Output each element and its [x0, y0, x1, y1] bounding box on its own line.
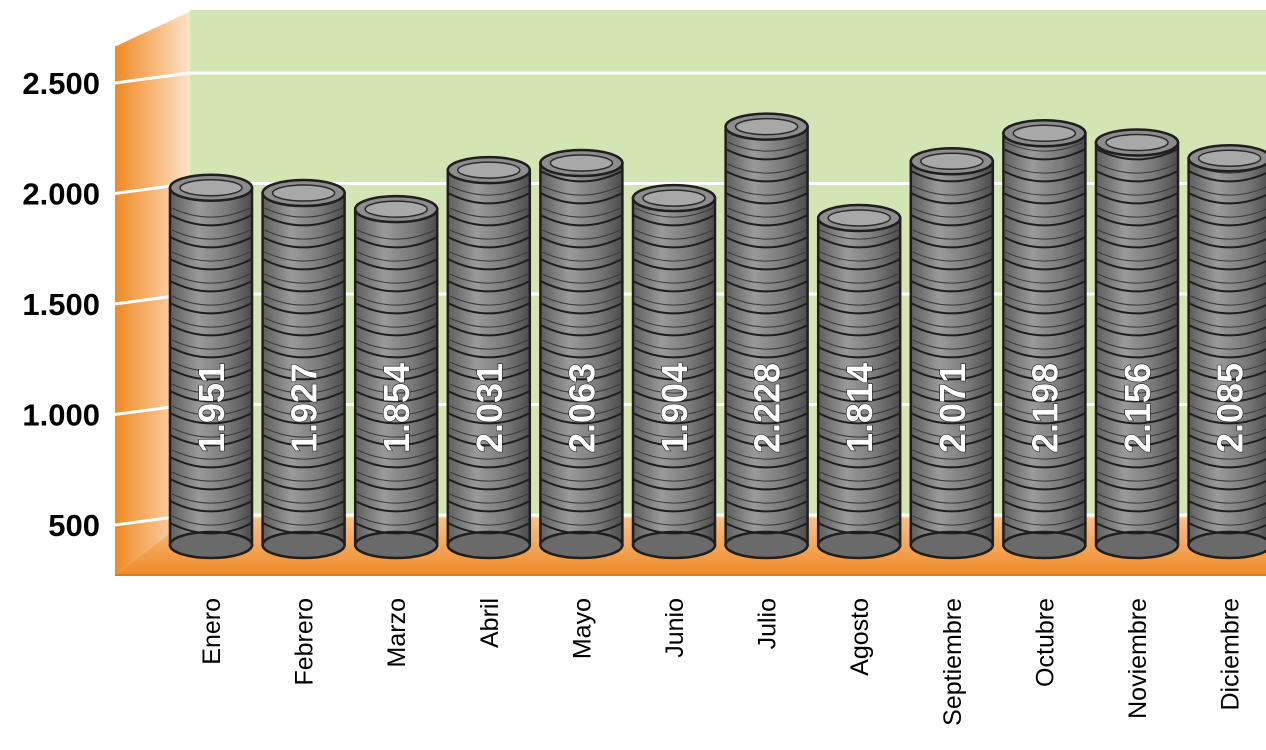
gridline-side [114, 71, 191, 85]
bar-octubre: 2.198 [1002, 119, 1087, 560]
x-tick-label: Agosto [846, 598, 874, 676]
bar-enero: 1.951 [168, 173, 254, 560]
x-tick-label: Marzo [383, 598, 411, 667]
value-label: 1.814 [839, 363, 880, 453]
bar-julio: 2.228 [724, 112, 809, 560]
bar-marzo: 1.854 [353, 194, 439, 560]
y-tick-label: 2.500 [22, 66, 100, 101]
x-axis: Enero Febrero Marzo Abril Mayo Junio Julio Agos… [198, 598, 1245, 726]
y-axis: 500 1.000 1.500 2.000 2.500 [22, 66, 100, 543]
x-tick-label: Julio [754, 598, 782, 649]
bar-diciembre: 2.085 [1187, 143, 1266, 560]
bar-junio: 1.904 [631, 183, 717, 560]
x-tick-label: Septiembre [939, 598, 967, 726]
x-tick-label: Abril [476, 598, 504, 648]
value-label: 1.854 [376, 363, 417, 453]
bar-abril: 2.031 [446, 155, 532, 560]
bar-septiembre: 2.071 [909, 147, 995, 560]
y-tick-label: 2.000 [22, 177, 100, 212]
value-label: 2.063 [561, 363, 602, 453]
x-tick-label: Noviembre [1124, 598, 1152, 719]
value-label: 2.156 [1117, 363, 1158, 453]
bars: 1.951 1.927 1.854 2.031 2.063 1.904 2.228 1.814… [168, 112, 1266, 560]
x-tick-label: Diciembre [1217, 598, 1245, 711]
value-label: 1.904 [654, 363, 695, 453]
y-tick-label: 500 [48, 508, 100, 543]
value-label: 1.927 [284, 363, 325, 453]
x-tick-label: Febrero [291, 598, 319, 686]
bar-agosto: 1.814 [816, 203, 902, 560]
value-label: 2.031 [469, 363, 510, 453]
bar-noviembre: 2.156 [1094, 128, 1180, 560]
y-tick-label: 1.000 [22, 398, 100, 433]
bar-mayo: 2.063 [539, 148, 624, 560]
bar-febrero: 1.927 [261, 178, 346, 560]
gridline-side [114, 8, 191, 47]
value-label: 1.951 [191, 363, 232, 453]
value-label: 2.198 [1024, 363, 1065, 453]
x-tick-label: Mayo [568, 598, 596, 659]
x-tick-label: Junio [661, 598, 689, 658]
value-label: 2.228 [747, 363, 788, 453]
x-tick-label: Enero [198, 598, 226, 665]
value-label: 2.071 [932, 363, 973, 453]
y-tick-label: 1.500 [22, 287, 100, 322]
value-label: 2.085 [1210, 363, 1251, 453]
x-tick-label: Octubre [1031, 598, 1059, 687]
